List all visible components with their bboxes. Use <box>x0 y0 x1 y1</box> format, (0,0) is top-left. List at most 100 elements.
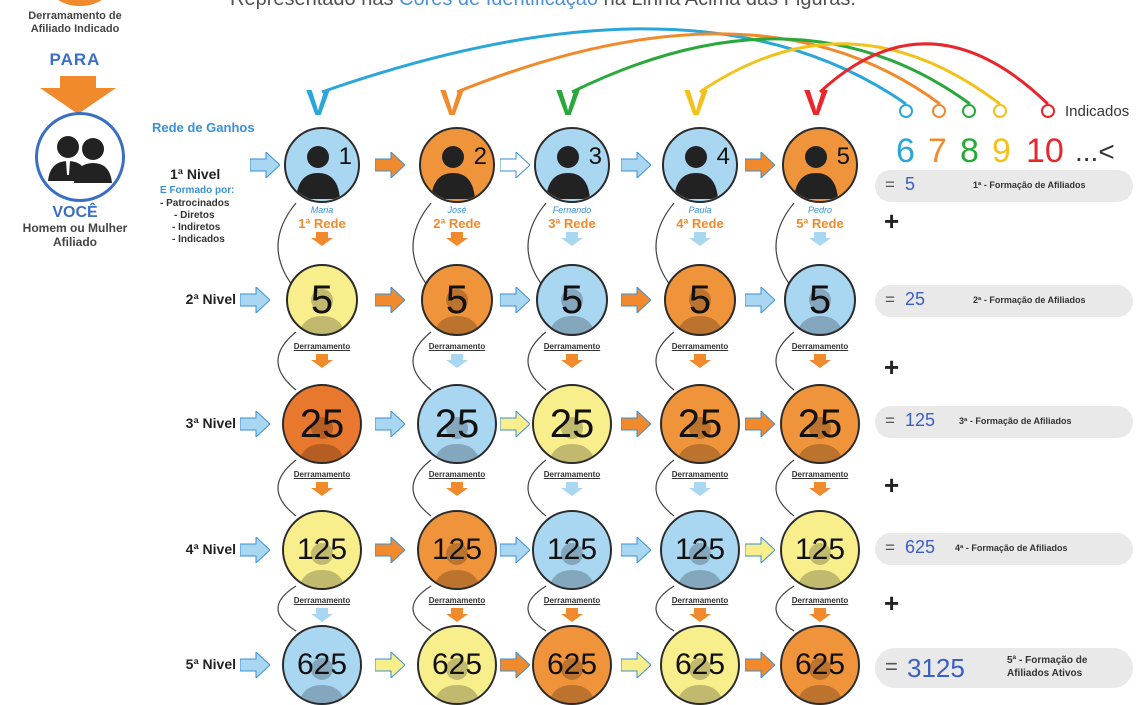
level-label: 5ª Nivel <box>185 656 236 672</box>
down-arrow-icon <box>311 354 333 368</box>
down-arrow-icon <box>446 482 468 496</box>
affiliate-count-circle[interactable]: 5 <box>536 264 608 336</box>
person-avatar[interactable]: 2 <box>419 127 495 203</box>
rede-de-ganhos-label: Rede de Ganhos <box>152 120 255 135</box>
person-avatar[interactable]: 3 <box>534 127 610 203</box>
affiliate-count-circle[interactable]: 625 <box>532 625 612 705</box>
affiliate-count-circle[interactable]: 25 <box>780 384 860 464</box>
couple-icon <box>48 136 112 183</box>
person-name: José <box>447 205 467 215</box>
right-arrow-icon <box>499 152 530 178</box>
equals-sign: = <box>885 175 895 194</box>
person-number: 4 <box>716 143 730 170</box>
left-panel: Derramamento de Afiliado Indicado PARA V… <box>0 0 170 699</box>
derramamento-label: Derramamento <box>543 596 601 605</box>
affiliate-count: 625 <box>546 648 598 681</box>
person-number: 1 <box>338 143 352 170</box>
down-arrow-icon <box>809 482 831 496</box>
affiliate-count: 25 <box>549 401 595 446</box>
right-arrow-icon <box>745 537 775 563</box>
down-arrow-icon <box>446 354 468 368</box>
total-pill: = 3125 5ª - Formação de Afiliados Ativos <box>875 648 1133 688</box>
down-arrow-icon <box>446 232 468 246</box>
affiliate-count-circle[interactable]: 625 <box>417 625 497 705</box>
affiliate-count-circle[interactable]: 625 <box>660 625 740 705</box>
affiliate-count-circle[interactable]: 5 <box>784 264 856 336</box>
v-mark-icon: V <box>440 82 465 123</box>
affiliate-count: 5 <box>688 277 712 322</box>
indicados-arcs <box>321 27 1050 106</box>
affiliate-count-circle[interactable]: 125 <box>417 510 497 590</box>
down-arrow-icon <box>561 608 583 622</box>
indicado-marker-icon <box>962 104 976 118</box>
affiliate-count-circle[interactable]: 125 <box>660 510 740 590</box>
derramamento-label: Derramamento <box>428 596 486 605</box>
person-icon <box>431 146 475 199</box>
total-text-line1: 5ª - Formação de <box>1007 655 1088 666</box>
right-arrow-icon <box>240 411 270 437</box>
affiliate-count: 625 <box>431 648 483 681</box>
down-arrow-icon <box>809 354 831 368</box>
curved-link-icon <box>775 459 795 517</box>
curved-link-icon <box>412 331 432 391</box>
affiliate-count-circle[interactable]: 25 <box>660 384 740 464</box>
affiliate-count: 25 <box>434 401 480 446</box>
level-label: 4ª Nivel <box>185 541 236 557</box>
curved-link-icon <box>775 585 795 632</box>
affiliate-count-circle[interactable]: 125 <box>780 510 860 590</box>
rede-label: 2ª Rede <box>433 216 481 231</box>
indicado-marker-icon <box>1041 104 1055 118</box>
affiliate-count-circle[interactable]: 625 <box>780 625 860 705</box>
total-text: 4ª - Formação de Afiliados <box>955 543 1068 553</box>
person-avatar[interactable]: 1 <box>284 127 360 203</box>
formado-item: - Diretos <box>174 210 215 221</box>
equals-sign: = <box>885 290 895 309</box>
affiliate-count-circle[interactable]: 5 <box>664 264 736 336</box>
affiliate-count: 25 <box>797 401 843 446</box>
affiliate-count-circle[interactable]: 5 <box>286 264 358 336</box>
curved-link-icon <box>277 585 297 632</box>
right-arrow-icon <box>499 411 530 437</box>
affiliate-count-circle[interactable]: 5 <box>421 264 493 336</box>
person-name: Paula <box>688 205 712 215</box>
right-arrow-icon <box>240 652 270 678</box>
right-arrow-icon <box>621 411 651 437</box>
curved-link-icon <box>412 459 432 517</box>
total-value: 625 <box>905 537 936 557</box>
person-avatar[interactable]: 5 <box>782 127 858 203</box>
you-avatar <box>35 112 125 202</box>
indicado-number: 10 <box>1026 132 1064 170</box>
total-text: 2ª - Formação de Afiliados <box>973 295 1086 305</box>
right-arrow-icon <box>745 411 775 437</box>
affiliate-count: 5 <box>808 277 832 322</box>
equals-sign: = <box>885 654 898 679</box>
person-icon <box>546 146 590 199</box>
plus-sign: + <box>884 588 900 618</box>
derramamento-label: Derramamento <box>543 342 601 351</box>
affiliate-count-circle[interactable]: 125 <box>282 510 362 590</box>
diagram-header: Representado nas Cores de Identificação … <box>230 0 1010 11</box>
curved-link-icon <box>527 459 547 517</box>
derramamento-label: Derramamento <box>293 470 351 479</box>
right-arrow-icon <box>374 152 405 178</box>
right-arrow-icon <box>240 537 270 563</box>
curved-link-icon <box>775 202 795 291</box>
down-arrow-icon <box>689 608 711 622</box>
para-label: PARA <box>49 50 101 69</box>
derramamento-label: Derramamento <box>791 342 849 351</box>
down-arrow-icon <box>561 232 583 246</box>
affiliate-count-circle[interactable]: 25 <box>532 384 612 464</box>
down-arrow-icon <box>809 232 831 246</box>
level-1-label: 1ª Nivel <box>170 166 221 182</box>
down-arrow-icon <box>446 608 468 622</box>
curved-link-icon <box>527 202 547 291</box>
total-pill: = 5 1ª - Formação de Afiliados <box>875 170 1133 202</box>
affiliate-count-circle[interactable]: 25 <box>417 384 497 464</box>
right-arrow-icon <box>499 287 530 313</box>
total-value: 5 <box>905 174 916 194</box>
indicado-number: 8 <box>960 132 979 170</box>
affiliate-count-circle[interactable]: 125 <box>532 510 612 590</box>
affiliate-count-circle[interactable]: 25 <box>282 384 362 464</box>
person-avatar[interactable]: 4 <box>662 127 738 203</box>
affiliate-count-circle[interactable]: 625 <box>282 625 362 705</box>
